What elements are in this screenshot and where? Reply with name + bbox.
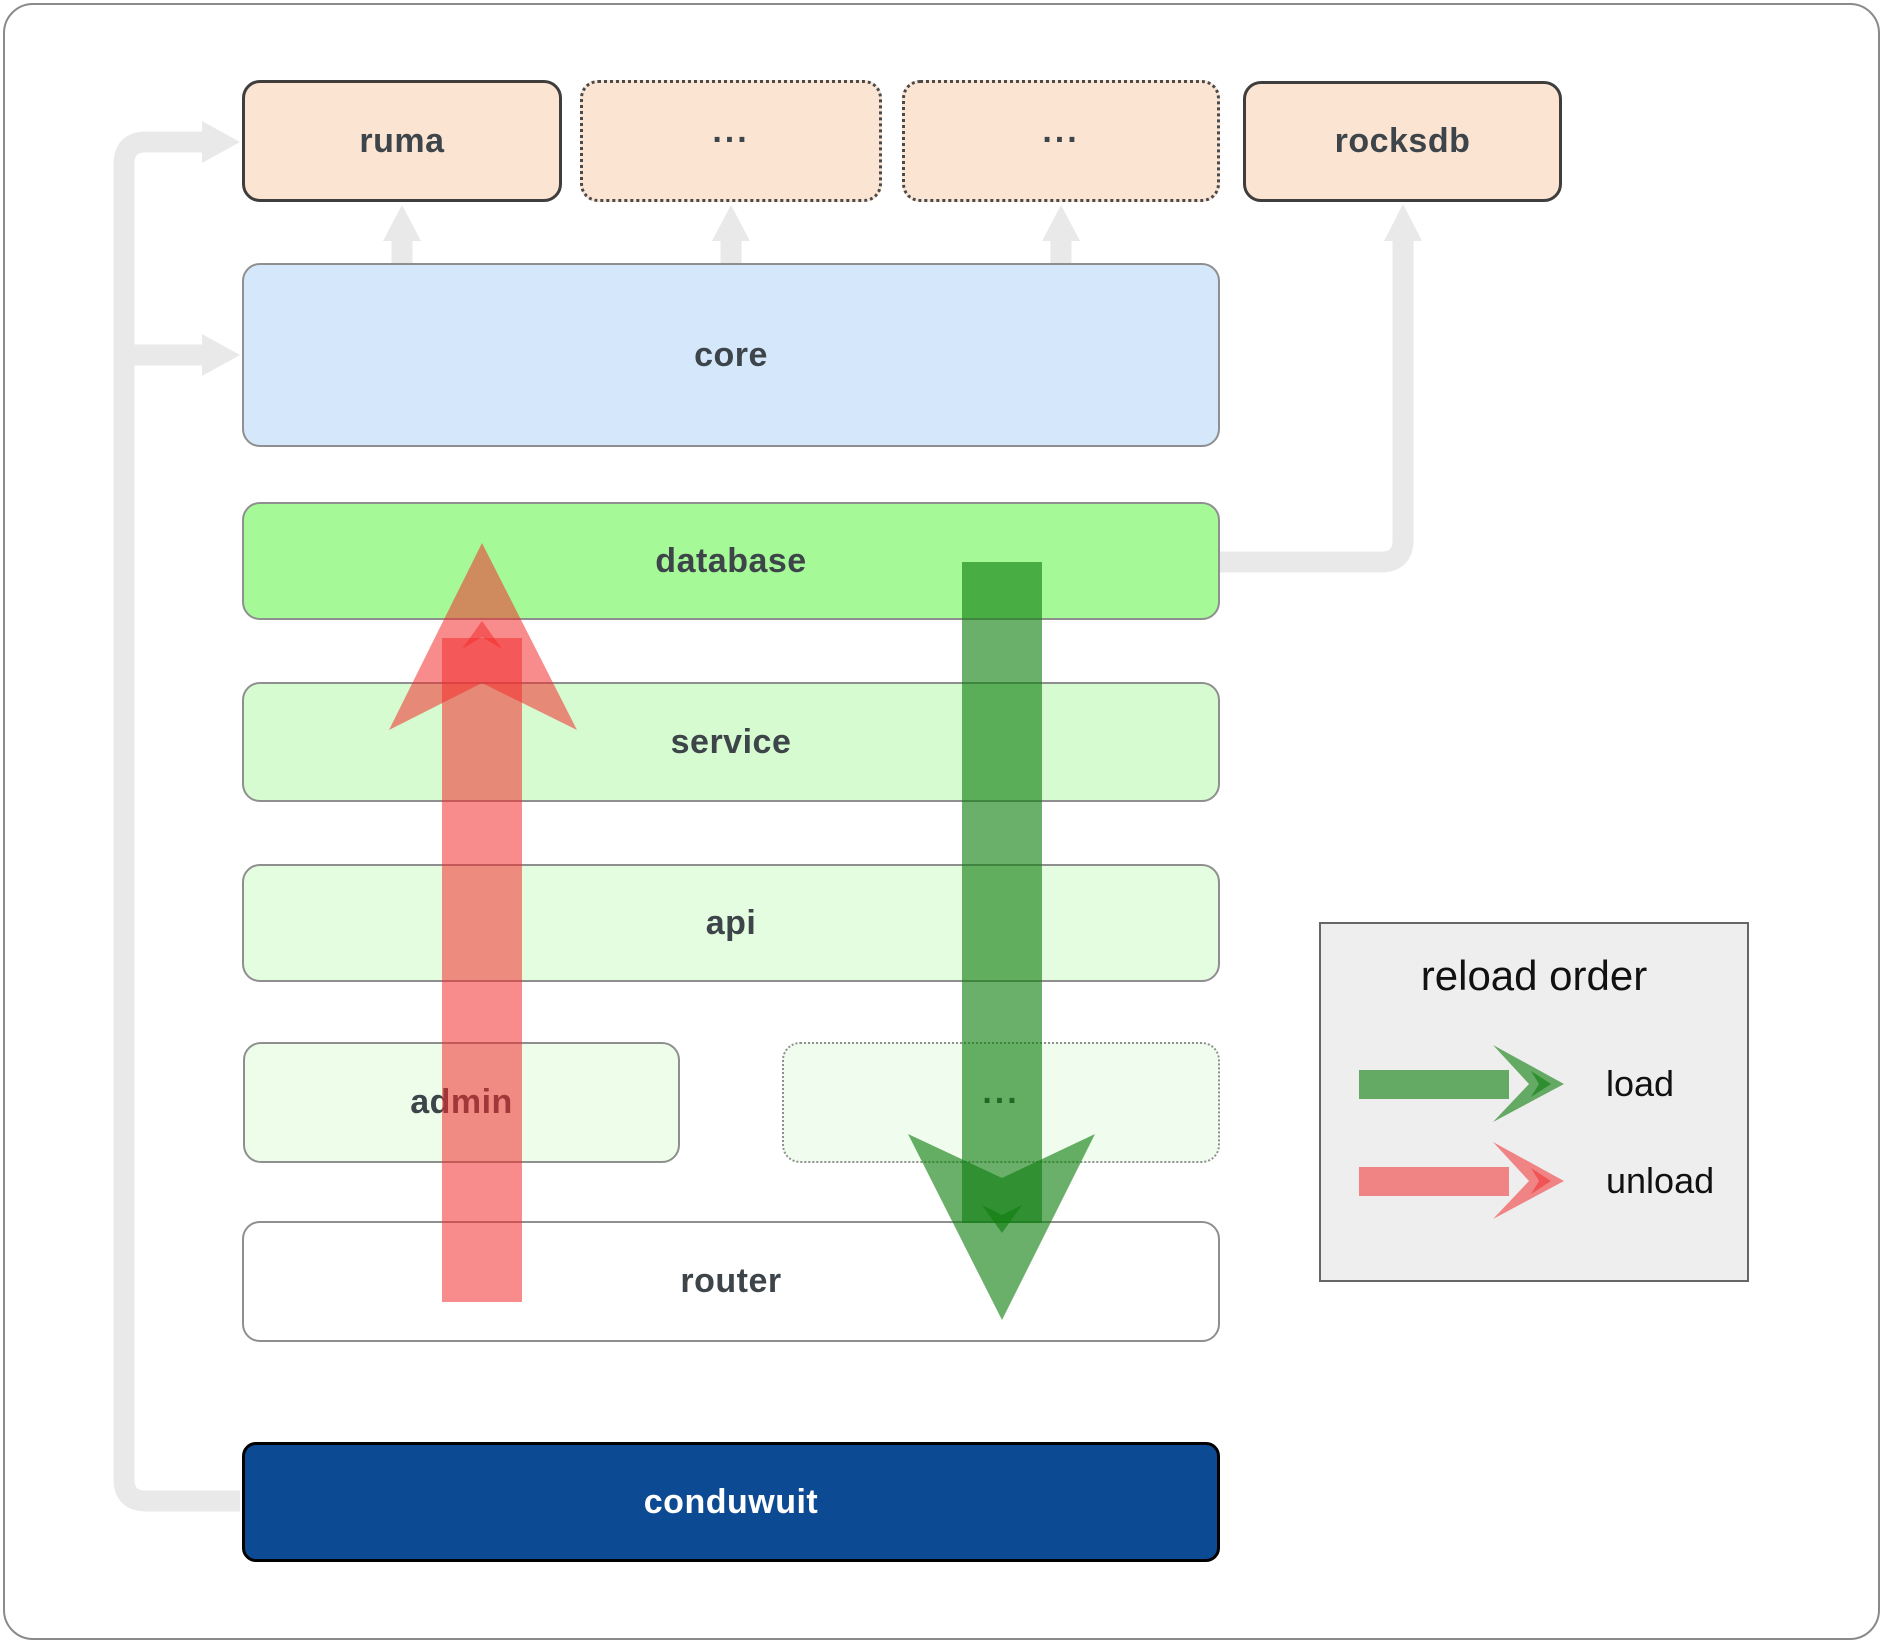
- node-admin: admin: [243, 1042, 680, 1163]
- node-core-label: core: [694, 335, 768, 374]
- node-core: core: [242, 263, 1220, 447]
- legend-load-arrow-marker: [1531, 1071, 1551, 1097]
- node-service: service: [242, 682, 1220, 802]
- legend-load-label: load: [1606, 1063, 1675, 1104]
- connector-core-to-ruma: [383, 205, 421, 264]
- node-rocksdb: rocksdb: [1243, 81, 1562, 202]
- node-core-dep-1-label: ...: [712, 111, 750, 150]
- node-service-more-label: ...: [982, 1073, 1020, 1111]
- legend-unload-label: unload: [1606, 1160, 1715, 1201]
- node-service-label: service: [670, 722, 792, 761]
- node-service-more: ...: [782, 1042, 1220, 1163]
- node-core-dep-2-label: ...: [1042, 111, 1080, 150]
- node-conduwuit: conduwuit: [242, 1442, 1220, 1562]
- node-rocksdb-label: rocksdb: [1334, 122, 1471, 160]
- node-core-dep-2: ...: [902, 80, 1220, 202]
- connector-arrowhead-core: [202, 334, 240, 376]
- node-router-label: router: [680, 1262, 782, 1300]
- node-conduwuit-label: conduwuit: [643, 1482, 819, 1521]
- legend-load-arrow-body: [1359, 1070, 1509, 1099]
- connector-core-to-dep1: [712, 205, 750, 264]
- node-router: router: [242, 1221, 1220, 1342]
- legend: reload order load unload: [1319, 922, 1749, 1282]
- node-ruma-label: ruma: [359, 121, 445, 160]
- node-api-label: api: [705, 903, 757, 942]
- node-admin-label: admin: [410, 1083, 513, 1121]
- connector-database-to-rocksdb: [1220, 240, 1414, 573]
- node-api: api: [242, 864, 1220, 982]
- node-database-label: database: [655, 541, 807, 580]
- node-core-dep-1: ...: [580, 80, 882, 202]
- node-database: database: [242, 502, 1220, 620]
- legend-unload-arrow-body: [1359, 1167, 1509, 1196]
- connector-arrowhead-rocksdb: [1384, 204, 1422, 241]
- connector-core-to-dep2: [1042, 205, 1080, 264]
- node-ruma: ruma: [242, 80, 562, 202]
- legend-arrows: [1359, 1045, 1564, 1219]
- legend-unload-arrow-marker: [1531, 1168, 1551, 1194]
- legend-title: reload order: [1420, 952, 1648, 999]
- connector-conduwuit-to-ruma: [113, 131, 240, 1512]
- connector-arrowhead-ruma: [202, 121, 240, 163]
